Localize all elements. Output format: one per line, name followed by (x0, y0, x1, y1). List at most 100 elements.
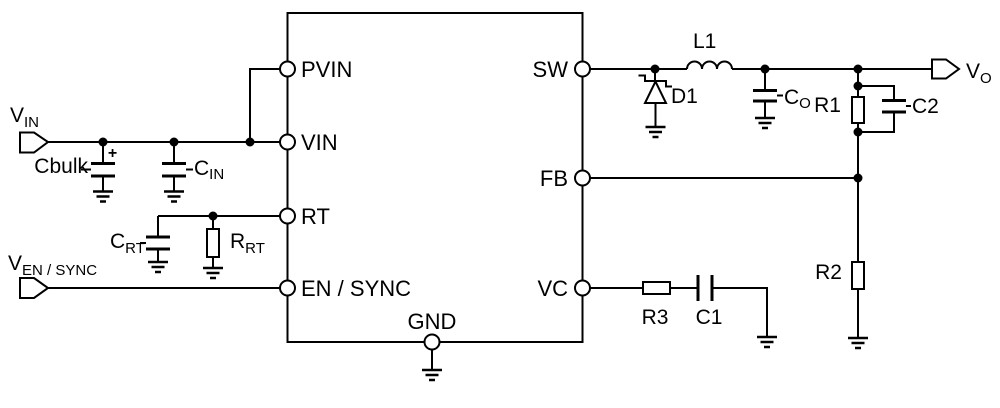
d1-label: D1 (671, 85, 698, 108)
cin-label: CIN (194, 157, 224, 183)
vout-terminal-label: VO (966, 60, 992, 87)
crt-label-sub: RT (125, 240, 145, 257)
ground-symbol-r2 (846, 336, 870, 350)
c2-label: C2 (912, 95, 939, 118)
junction-dot (98, 137, 108, 147)
d1-anode-triangle (643, 79, 668, 104)
r3-body (642, 281, 671, 295)
cin-label-sub: IN (209, 166, 224, 183)
pin-label-sw: SW (533, 57, 569, 82)
capacitor-cbulk: + Cbulk (34, 145, 117, 203)
junction-dots (98, 64, 863, 221)
diode-d1: D1 (638, 74, 698, 139)
resistor-r3: R3 (642, 281, 671, 329)
resistor-rrt: RRT (201, 228, 265, 280)
en-sync-terminal-label-sub: EN / SYNC (22, 262, 97, 279)
r3-label: R3 (642, 306, 669, 329)
cbulk-label: Cbulk (34, 155, 88, 178)
vin-terminal-label: VIN (10, 104, 39, 131)
junction-dot (853, 64, 863, 74)
pin-vin (279, 133, 296, 151)
r1-label: R1 (814, 94, 841, 117)
pin-en-sync (279, 279, 296, 297)
vout-terminal-label-sub: O (980, 70, 992, 87)
cin-label-base: C (194, 157, 209, 180)
pin-label-pvin: PVIN (301, 57, 352, 82)
terminal-en-sync: VEN / SYNC (8, 252, 97, 299)
ground-symbol-d1 (644, 125, 667, 139)
wires (48, 68, 932, 370)
terminal-vout: VO (931, 58, 992, 87)
junction-dot (760, 64, 770, 74)
wire-vc-chain (590, 287, 768, 337)
pin-pvin (279, 60, 296, 78)
pin-label-en-sync: EN / SYNC (301, 276, 411, 301)
r1-body (851, 96, 865, 124)
rrt-label: RRT (230, 230, 265, 257)
terminal-vin: VIN (10, 104, 50, 154)
capacitor-crt: CRT (110, 230, 170, 274)
l1-label: L1 (693, 30, 716, 53)
junction-dot (853, 127, 863, 137)
pin-fb (574, 169, 591, 187)
junction-dot (169, 137, 179, 147)
junction-dot (853, 81, 863, 91)
junction-dot (208, 211, 218, 221)
en-sync-terminal-arrow (19, 277, 50, 299)
co-label: CO (784, 86, 811, 112)
crt-label: CRT (110, 230, 145, 257)
resistor-r2: R2 (815, 261, 870, 350)
co-label-base: C (784, 86, 799, 109)
cbulk-polarity-mark: + (108, 145, 117, 162)
ground-symbol-crt (146, 260, 170, 274)
vout-terminal-arrow (931, 58, 961, 80)
resistor-r1: R1 (814, 94, 865, 124)
en-sync-terminal-label-base: V (8, 252, 22, 275)
pin-label-fb: FB (540, 166, 568, 191)
pin-sw (574, 60, 591, 78)
r2-label: R2 (815, 261, 842, 284)
pin-label-vc: VC (537, 276, 568, 301)
ground-symbol-cin (162, 190, 186, 203)
ground-symbol-c1 (755, 335, 779, 349)
cbulk-plates (91, 162, 115, 178)
wire-pvin-stub (249, 68, 280, 142)
ground-symbol-cbulk (91, 190, 115, 203)
capacitor-c1: C1 (696, 275, 779, 349)
pin-label-vin: VIN (301, 130, 338, 155)
pin-rt (279, 207, 296, 225)
pin-label-gnd: GND (408, 309, 457, 334)
pin-label-rt: RT (301, 204, 330, 229)
inductor-l1: L1 (686, 30, 733, 70)
capacitor-c2: C2 (882, 95, 939, 118)
vout-terminal-label-base: V (966, 60, 980, 83)
c1-label: C1 (696, 306, 723, 329)
junction-dot (650, 64, 660, 74)
pin-gnd (423, 333, 441, 351)
pin-vc (574, 279, 591, 297)
junction-dot (245, 137, 255, 147)
crt-label-base: C (110, 230, 125, 253)
rrt-label-sub: RT (245, 240, 265, 257)
ground-symbol-gnd-pin (420, 368, 444, 382)
vin-terminal-arrow (19, 131, 50, 154)
rrt-body (206, 228, 220, 258)
co-plates (753, 89, 777, 103)
ic-block: PVIN VIN RT EN / SYNC SW FB VC GND (279, 12, 591, 351)
ground-symbol-rrt (201, 266, 225, 280)
capacitor-cin: CIN (162, 157, 224, 203)
capacitor-co: CO (753, 86, 811, 130)
en-sync-terminal-label: VEN / SYNC (8, 252, 97, 279)
r2-body (851, 261, 865, 290)
rrt-label-base: R (230, 230, 245, 253)
wire-c2-branch (858, 85, 895, 133)
crt-plates (146, 235, 170, 251)
cin-plates (162, 162, 186, 178)
c2-plates (882, 99, 906, 114)
ground-symbol-co (753, 116, 777, 130)
c1-plates (696, 275, 714, 301)
vin-terminal-label-base: V (10, 104, 24, 127)
vin-terminal-label-sub: IN (24, 114, 39, 131)
